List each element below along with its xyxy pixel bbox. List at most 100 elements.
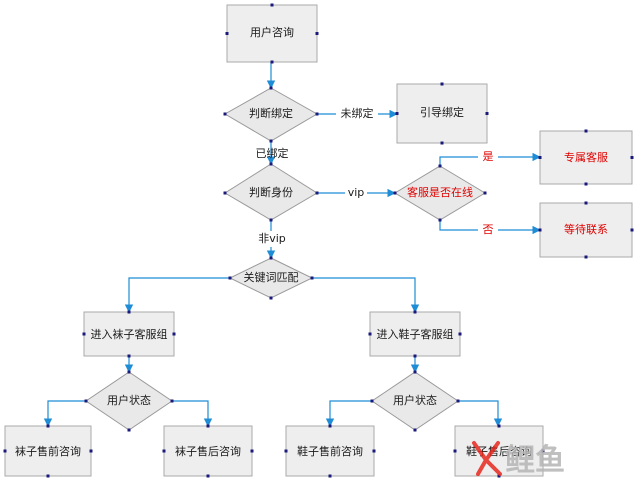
node-check-identity-label: 判断身份	[249, 185, 293, 199]
node-handle	[172, 332, 176, 336]
node-handle	[370, 399, 374, 403]
connectors	[43, 62, 541, 427]
node-handle	[413, 354, 417, 358]
edge-status-right-to-presale	[325, 400, 372, 427]
edge-label-vip: vip	[348, 186, 365, 199]
node-handle	[3, 449, 7, 453]
node-handle	[497, 424, 501, 428]
node-handle	[127, 310, 131, 314]
node-handle	[584, 129, 588, 133]
watermark-logo: 鲤鱼	[472, 441, 565, 478]
node-check-binding: 判断绑定	[223, 87, 319, 142]
watermark-text: 鲤鱼	[505, 443, 565, 478]
node-sock-presale-label: 袜子售前咨询	[15, 444, 81, 458]
node-handle	[315, 191, 319, 195]
edge-label-non-vip: 非vip	[258, 232, 286, 245]
node-handle	[438, 164, 442, 168]
node-cs-online: 客服是否在线	[394, 165, 486, 221]
selection-handles	[3, 3, 634, 478]
node-handle	[269, 218, 273, 222]
node-user-status-right: 用户状态	[371, 371, 459, 431]
node-handle	[630, 156, 634, 159]
node-handle	[483, 191, 487, 195]
node-handle	[127, 428, 131, 432]
node-handle	[315, 112, 319, 116]
node-user-status-left-label: 用户状态	[107, 393, 151, 407]
node-handle	[223, 191, 227, 195]
node-wait-contact-label: 等待联系	[564, 222, 608, 236]
flame-icon	[472, 441, 502, 476]
node-enter-shoe-group-label: 进入鞋子客服组	[377, 327, 454, 341]
node-handle	[630, 228, 634, 232]
node-handle	[127, 370, 131, 374]
node-handle	[270, 60, 274, 64]
node-check-binding-label: 判断绑定	[249, 106, 293, 120]
node-sock-presale: 袜子售前咨询	[4, 425, 92, 477]
node-handle	[310, 276, 314, 280]
node-user-inquiry-label: 用户咨询	[250, 25, 294, 39]
node-handle	[170, 399, 174, 403]
node-handle	[269, 296, 273, 300]
node-handle	[269, 256, 273, 260]
edge-status-left-to-presale	[43, 400, 86, 427]
node-handle	[453, 449, 457, 453]
node-handle	[225, 32, 229, 35]
node-handle	[538, 156, 542, 159]
node-handle	[497, 474, 501, 478]
node-handle	[413, 310, 417, 314]
node-handle	[584, 255, 588, 259]
node-handle	[228, 276, 232, 280]
node-cs-online-label: 客服是否在线	[407, 185, 473, 199]
node-sock-aftersale-label: 袜子售后咨询	[175, 444, 241, 458]
node-handle	[413, 370, 417, 374]
node-enter-sock-group: 进入袜子客服组	[83, 311, 175, 357]
node-wait-contact: 等待联系	[539, 202, 633, 258]
edge-label-bound: 已绑定	[256, 146, 289, 160]
edge-labels: 未绑定 已绑定 vip 非vip 是 否	[256, 105, 498, 247]
node-handle	[328, 474, 332, 478]
node-handle	[89, 449, 93, 453]
node-handle	[372, 449, 376, 453]
node-handle	[538, 228, 542, 232]
edge-online-to-dedicated	[439, 152, 541, 166]
node-handle	[269, 162, 273, 166]
node-handle	[315, 32, 319, 35]
node-handle	[584, 182, 588, 186]
node-handle	[395, 112, 399, 115]
node-handle	[162, 449, 166, 453]
node-enter-shoe-group: 进入鞋子客服组	[369, 311, 461, 357]
node-handle	[584, 201, 588, 205]
node-handle	[438, 218, 442, 222]
node-handle	[328, 424, 332, 428]
edge-label-no: 否	[483, 223, 494, 236]
node-handle	[458, 332, 462, 336]
node-handle	[46, 424, 50, 428]
node-handle	[413, 428, 417, 432]
edge-keyword-to-sock	[124, 277, 230, 313]
node-keyword-match: 关键词匹配	[228, 257, 314, 299]
node-handle	[206, 474, 210, 478]
node-handle	[223, 112, 227, 116]
node-handle	[541, 449, 545, 453]
edge-status-left-to-aftersale	[172, 400, 213, 427]
node-handle	[206, 424, 210, 428]
node-user-status-left: 用户状态	[85, 371, 173, 431]
node-shoe-presale-label: 鞋子售前咨询	[297, 444, 363, 458]
edge-keyword-to-shoe	[312, 277, 420, 313]
node-guide-binding: 引导绑定	[396, 83, 488, 144]
node-handle	[440, 141, 444, 145]
node-check-identity: 判断身份	[224, 163, 318, 221]
node-user-status-right-label: 用户状态	[393, 393, 437, 407]
node-guide-binding-label: 引导绑定	[420, 105, 464, 119]
node-handle	[485, 112, 489, 115]
node-handle	[440, 82, 444, 86]
node-handle	[269, 86, 273, 90]
edge-online-to-wait	[439, 220, 541, 235]
node-dedicated-cs-label: 专属客服	[564, 150, 608, 164]
node-dedicated-cs: 专属客服	[539, 130, 633, 185]
node-handle	[250, 449, 254, 453]
node-handle	[127, 354, 131, 358]
node-handle	[82, 332, 86, 336]
node-shoe-presale: 鞋子售前咨询	[285, 425, 375, 477]
